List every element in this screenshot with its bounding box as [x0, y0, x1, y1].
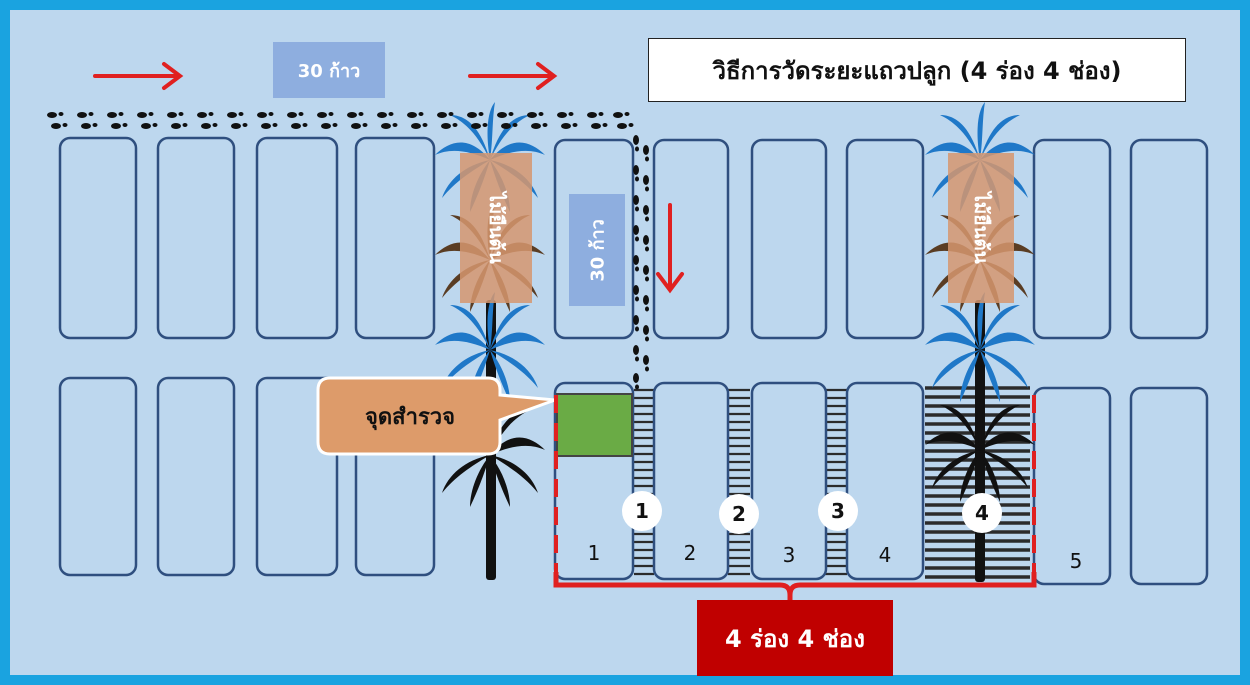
measurement-boundary [554, 395, 1036, 580]
bed-top-6 [652, 138, 730, 340]
survey-point-square [556, 393, 633, 457]
result-label: 4 ร่อง 4 ช่อง [697, 600, 893, 676]
step-count-horizontal: 30 ก้าว [273, 42, 385, 98]
palm-tree-label-2: ไม้ยืนต้น [948, 153, 1014, 303]
diagram-title: วิธีการวัดระยะแถวปลูก (4 ร่อง 4 ช่อง) [648, 38, 1186, 102]
bed-number-1: 1 [587, 541, 601, 565]
bed-bottom-1 [58, 376, 138, 577]
bed-top-8 [845, 138, 925, 340]
down-arrow-icon [656, 203, 684, 294]
bed-top-7 [750, 138, 828, 340]
step-count-horizontal-text: 30 ก้าว [297, 60, 361, 82]
bed-bottom-6 [652, 381, 730, 581]
survey-callout-bubble [316, 376, 556, 456]
bed-top-3 [255, 136, 339, 340]
bed-bottom-10 [1129, 386, 1209, 586]
bed-top-10 [1129, 138, 1209, 340]
palm-tree-label-1: ไม้ยืนต้น [460, 153, 532, 303]
bed-number-3: 3 [782, 543, 796, 567]
step-count-vertical-text: 30 ก้าว [587, 218, 609, 282]
furrow-number-1: 1 [622, 491, 662, 531]
beds-bottom-row [58, 376, 1209, 586]
bed-top-2 [156, 136, 236, 340]
bed-bottom-3 [255, 376, 339, 577]
right-arrow-icon-2 [468, 62, 558, 90]
bed-bottom-7 [750, 381, 828, 581]
furrow-number-3: 3 [818, 491, 858, 531]
furrow-number-2: 2 [719, 494, 759, 534]
palm-tree-label-1-text: ไม้ยืนต้น [485, 192, 507, 264]
bed-number-5: 5 [1069, 549, 1083, 573]
bed-top-9 [1032, 138, 1112, 340]
bed-top-5 [553, 138, 635, 340]
bed-bottom-2 [156, 376, 236, 577]
bed-bottom-8 [845, 381, 925, 581]
palm-tree-label-2-text: ไม้ยืนต้น [970, 192, 992, 264]
beds-top-row [58, 136, 1209, 340]
bed-number-2: 2 [683, 541, 697, 565]
bed-top-4 [354, 136, 436, 340]
bed-number-4: 4 [878, 543, 892, 567]
bed-top-1 [58, 136, 138, 340]
furrow-number-4: 4 [962, 493, 1002, 533]
step-count-vertical: 30 ก้าว [569, 194, 625, 306]
survey-point-label: จุดสำรวจ [364, 404, 456, 430]
right-arrow-icon-1 [93, 62, 184, 90]
